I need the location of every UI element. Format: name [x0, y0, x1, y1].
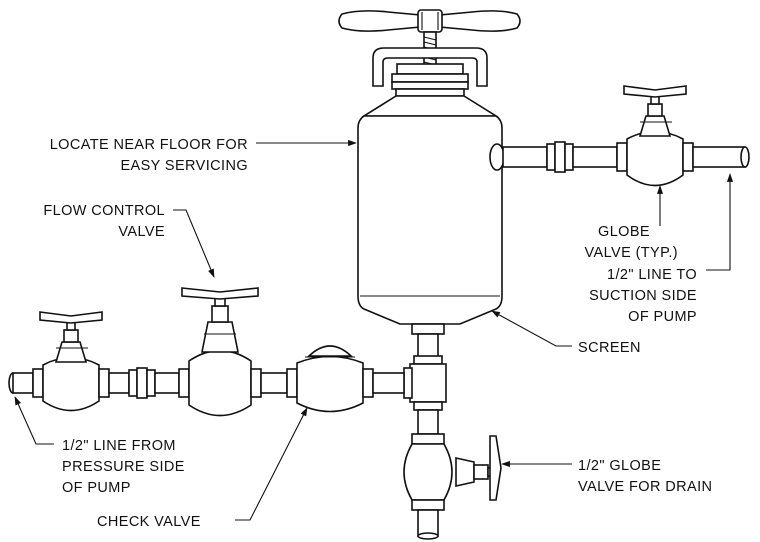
- leader-pressure-line: [14, 396, 54, 445]
- tank-yoke: [372, 47, 488, 87]
- drain-piping: [403, 333, 502, 540]
- label-pressure-line3: OF PUMP: [62, 480, 131, 496]
- label-suction-line2: SUCTION SIDE: [589, 288, 697, 304]
- label-drain-line2: VALVE FOR DRAIN: [578, 479, 712, 495]
- pressure-line-piping: [8, 287, 405, 417]
- leader-suction-line: [706, 173, 734, 271]
- tank-body: [357, 115, 503, 325]
- label-globe-line1: GLOBE: [598, 224, 650, 240]
- leader-lines: [14, 139, 734, 521]
- label-pressure-line2: PRESSURE SIDE: [62, 459, 185, 475]
- label-locate-line2: EASY SERVICING: [120, 158, 248, 174]
- label-globe-line2: VALVE (TYP.): [585, 245, 678, 261]
- label-locate-line1: LOCATE NEAR FLOOR FOR: [50, 137, 248, 153]
- leader-check-valve: [235, 407, 308, 521]
- callout-labels: LOCATE NEAR FLOOR FOR EASY SERVICING FLO…: [43, 137, 712, 530]
- label-suction-line1: 1/2" LINE TO: [607, 267, 697, 283]
- label-drain-line1: 1/2" GLOBE: [578, 458, 661, 474]
- label-screen: SCREEN: [578, 340, 641, 356]
- suction-line-piping: [502, 85, 750, 187]
- label-suction-line3: OF PUMP: [628, 309, 697, 325]
- tank-lid: [361, 81, 499, 117]
- leader-screen: [491, 310, 572, 347]
- leader-flow-control: [173, 209, 215, 278]
- label-pressure-line1: 1/2" LINE FROM: [62, 438, 176, 454]
- label-check-valve: CHECK VALVE: [97, 514, 201, 530]
- tank-t-handle: [338, 9, 521, 33]
- label-flow-line2: VALVE: [118, 224, 165, 240]
- strainer-tank: [338, 9, 521, 335]
- label-flow-line1: FLOW CONTROL: [43, 203, 165, 219]
